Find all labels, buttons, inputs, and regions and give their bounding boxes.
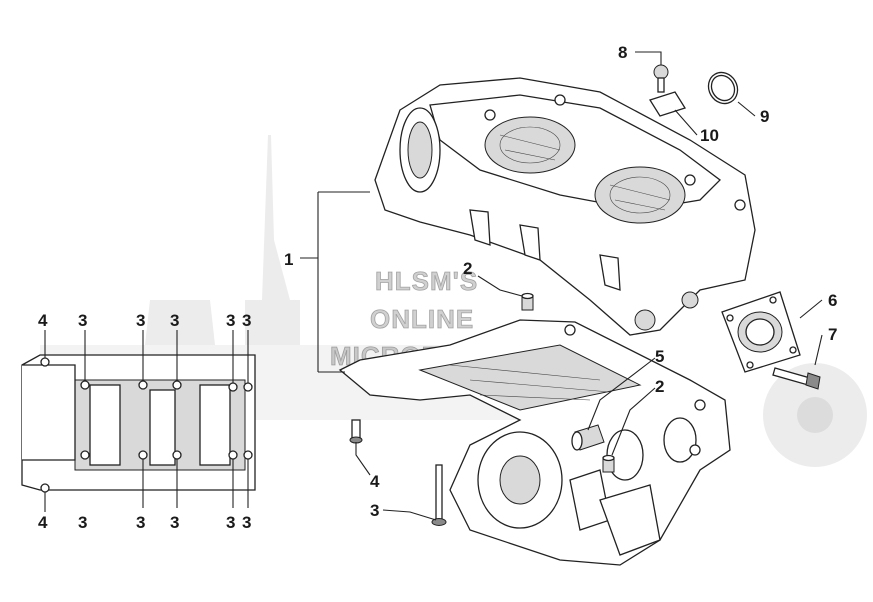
callout-2-lower: 2 bbox=[655, 377, 664, 396]
callout-3-bolt: 3 bbox=[370, 501, 379, 520]
bolt-pattern-diagram bbox=[21, 330, 256, 512]
bolt-3 bbox=[431, 464, 447, 526]
bolt-pattern-label-top-3: 3 bbox=[170, 311, 179, 330]
upper-crankcase bbox=[374, 77, 756, 336]
ring-9 bbox=[707, 71, 739, 105]
bolt-hole bbox=[80, 450, 90, 460]
callout-4-stud: 4 bbox=[370, 472, 380, 491]
bolt-hole bbox=[40, 357, 50, 367]
bolt-pattern-label-bottom-3: 3 bbox=[170, 513, 179, 532]
bolt-hole bbox=[172, 380, 182, 390]
bolt-7 bbox=[772, 367, 821, 390]
bolt-pattern-label-bottom-4: 3 bbox=[226, 513, 235, 532]
callout-9: 9 bbox=[760, 107, 769, 126]
bolt-hole bbox=[138, 450, 148, 460]
callout-7: 7 bbox=[828, 325, 837, 344]
flange-plate-6 bbox=[721, 291, 801, 373]
callout-10: 10 bbox=[700, 126, 719, 145]
bolt-hole bbox=[172, 450, 182, 460]
callout-8: 8 bbox=[618, 43, 627, 62]
lower-crankcase bbox=[338, 319, 731, 566]
dowel-pin-lower bbox=[602, 454, 615, 473]
bolt-pattern-label-bottom-2: 3 bbox=[136, 513, 145, 532]
bolt-pattern-label-bottom-5: 3 bbox=[242, 513, 251, 532]
bolt-pattern-label-bottom-0: 4 bbox=[38, 513, 48, 532]
bolt-pattern-label-top-0: 4 bbox=[38, 311, 48, 330]
watermark-line-2: ONLINE bbox=[370, 304, 474, 334]
bolt-pattern-label-top-4: 3 bbox=[226, 311, 235, 330]
bolt-pattern-label-top-1: 3 bbox=[78, 311, 87, 330]
bolt-hole bbox=[228, 382, 238, 392]
callout-2-top: 2 bbox=[463, 259, 472, 278]
callout-1: 1 bbox=[284, 250, 293, 269]
bolt-hole bbox=[40, 483, 50, 493]
bolt-hole bbox=[80, 380, 90, 390]
stud-4 bbox=[349, 419, 363, 444]
watermark-line-1: HLSM'S bbox=[375, 266, 478, 296]
bolt-hole bbox=[228, 450, 238, 460]
callout-5: 5 bbox=[655, 347, 664, 366]
bracket-10 bbox=[649, 91, 686, 117]
plug-5 bbox=[571, 424, 605, 451]
bolt-pattern-label-top-5: 3 bbox=[242, 311, 251, 330]
bolt-hole bbox=[243, 450, 253, 460]
callout-6: 6 bbox=[828, 291, 837, 310]
dowel-pin-upper bbox=[521, 292, 534, 311]
bolt-pattern-label-top-2: 3 bbox=[136, 311, 145, 330]
bolt-hole bbox=[138, 380, 148, 390]
bolt-pattern-label-bottom-1: 3 bbox=[78, 513, 87, 532]
screw-8 bbox=[653, 64, 669, 93]
callout-leaders bbox=[300, 51, 823, 521]
bolt-hole bbox=[243, 382, 253, 392]
